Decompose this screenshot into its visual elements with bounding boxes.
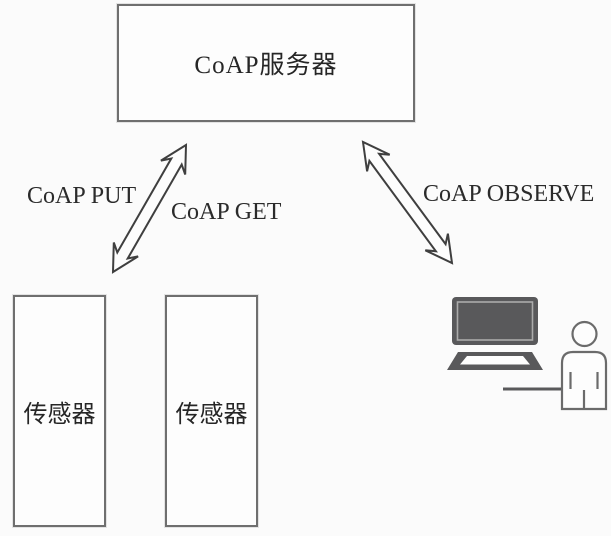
sensor-label-1: 传感器 — [23, 401, 96, 428]
sensor-box-1: 传感器 — [13, 295, 106, 527]
sensor-label-2: 传感器 — [175, 401, 248, 428]
coap-put-label: CoAP PUT — [27, 183, 137, 209]
coap-server-box: CoAP服务器 — [117, 4, 415, 122]
coap-server-label: CoAP服务器 — [194, 52, 338, 79]
put-get-double-arrow — [111, 143, 188, 274]
person-icon — [560, 320, 608, 411]
observe-double-arrow — [361, 140, 454, 265]
laptop-icon — [447, 297, 543, 370]
sensor-box-2: 传感器 — [165, 295, 258, 527]
coap-get-label: CoAP GET — [171, 199, 282, 225]
coap-observe-label: CoAP OBSERVE — [423, 181, 595, 207]
